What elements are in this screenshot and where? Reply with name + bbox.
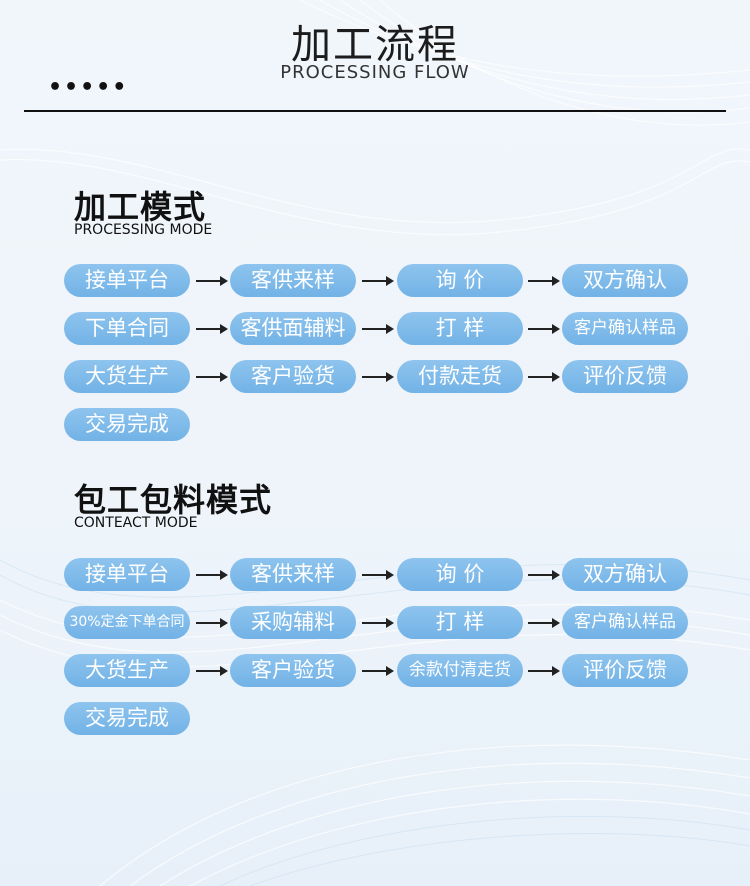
arrow-right-icon <box>528 276 560 286</box>
arrow-right-icon <box>362 570 394 580</box>
step-pill: 询 价 <box>397 264 523 297</box>
arrow-right-icon <box>362 276 394 286</box>
step-pill: 评价反馈 <box>562 654 688 687</box>
arrow-right-icon <box>528 570 560 580</box>
step-pill: 客户验货 <box>230 654 356 687</box>
step-pill: 大货生产 <box>64 360 190 393</box>
section-title-processing-mode: 加工模式 <box>74 188 207 226</box>
arrow-right-icon <box>528 618 560 628</box>
arrow-right-icon <box>528 372 560 382</box>
arrow-right-icon <box>196 324 228 334</box>
step-pill: 询 价 <box>397 558 523 591</box>
arrow-right-icon <box>196 618 228 628</box>
arrow-right-icon <box>362 372 394 382</box>
step-pill: 大货生产 <box>64 654 190 687</box>
arrow-right-icon <box>196 276 228 286</box>
section-subtitle-contract-mode: CONTEACT MODE <box>74 515 198 531</box>
arrow-right-icon <box>362 324 394 334</box>
step-pill: 打 样 <box>397 606 523 639</box>
step-pill: 客户验货 <box>230 360 356 393</box>
step-pill: 下单合同 <box>64 312 190 345</box>
step-pill: 打 样 <box>397 312 523 345</box>
step-pill: 双方确认 <box>562 558 688 591</box>
page-subtitle: PROCESSING FLOW <box>280 62 470 83</box>
arrow-right-icon <box>196 372 228 382</box>
section-title-contract-mode: 包工包料模式 <box>74 481 273 519</box>
arrow-right-icon <box>362 618 394 628</box>
step-pill: 客户确认样品 <box>562 606 688 639</box>
decorative-dots: ••••• <box>48 75 129 100</box>
step-pill: 接单平台 <box>64 264 190 297</box>
page-title: 加工流程 <box>291 22 459 68</box>
step-pill: 付款走货 <box>397 360 523 393</box>
step-pill: 30%定金下单合同 <box>64 606 190 639</box>
step-pill: 评价反馈 <box>562 360 688 393</box>
arrow-right-icon <box>196 570 228 580</box>
step-pill: 双方确认 <box>562 264 688 297</box>
section-subtitle-processing-mode: PROCESSING MODE <box>74 222 213 238</box>
step-pill: 客户确认样品 <box>562 312 688 345</box>
step-pill: 交易完成 <box>64 702 190 735</box>
arrow-right-icon <box>528 324 560 334</box>
arrow-right-icon <box>362 666 394 676</box>
step-pill: 交易完成 <box>64 408 190 441</box>
step-pill: 接单平台 <box>64 558 190 591</box>
step-pill: 采购辅料 <box>230 606 356 639</box>
step-pill: 客供来样 <box>230 264 356 297</box>
step-pill: 余款付清走货 <box>397 654 523 687</box>
arrow-right-icon <box>528 666 560 676</box>
arrow-right-icon <box>196 666 228 676</box>
step-pill: 客供面辅料 <box>230 312 356 345</box>
header-divider <box>24 110 726 112</box>
step-pill: 客供来样 <box>230 558 356 591</box>
